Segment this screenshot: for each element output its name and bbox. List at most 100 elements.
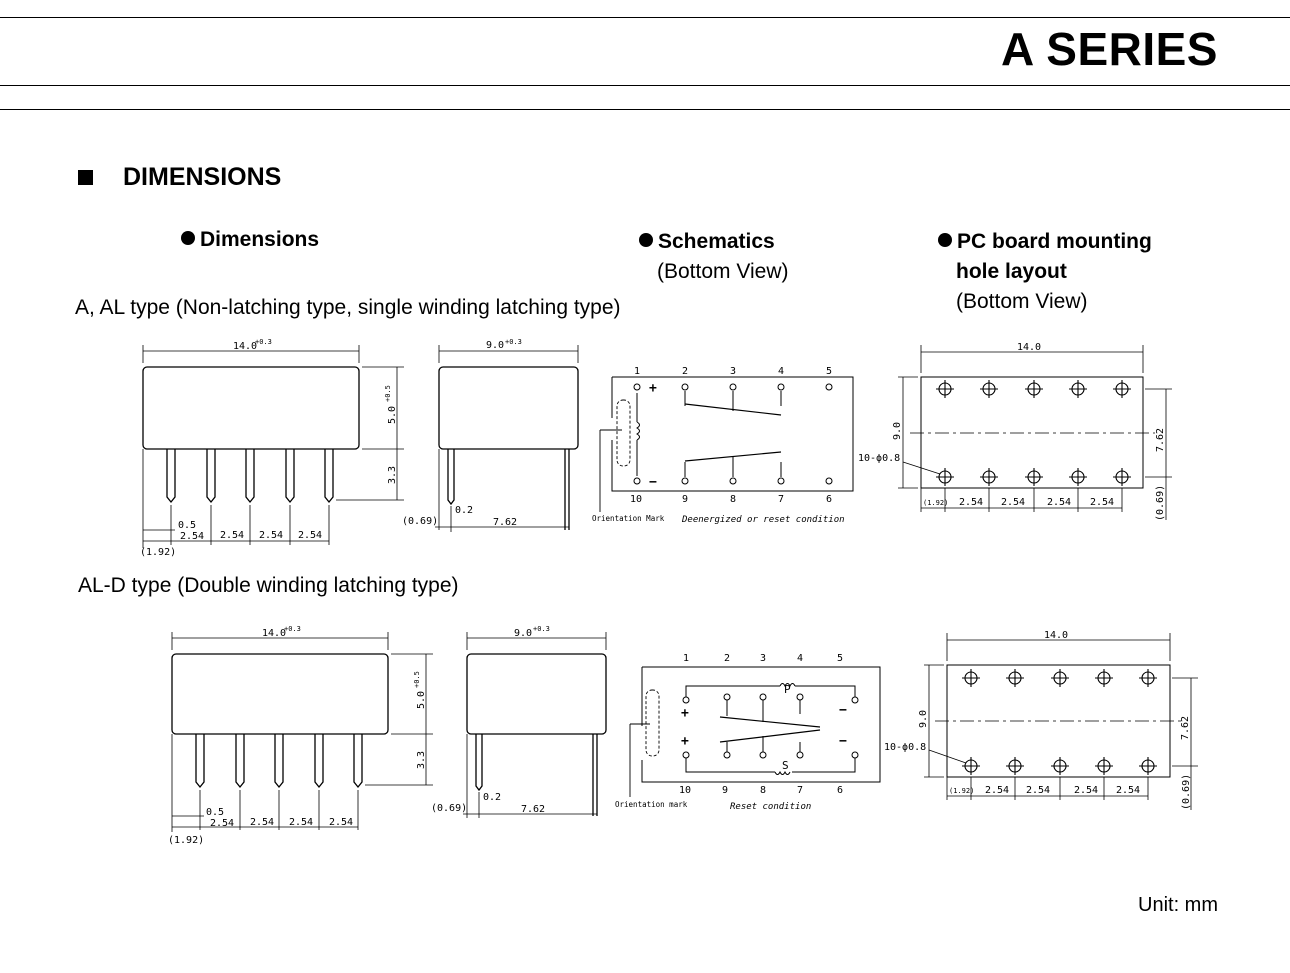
front-view-2	[171, 632, 433, 832]
pcb-side-2: (0.69)	[1181, 774, 1192, 810]
pcb-label-line2: hole layout	[956, 260, 1067, 283]
dim-side-offset-2: (0.69)	[431, 803, 467, 814]
section-title: DIMENSIONS	[123, 163, 282, 191]
pin-label-2-8: 8	[760, 785, 766, 796]
pcb-width-2: 9.0	[918, 710, 929, 728]
dim-pin-width-1: 0.5	[178, 520, 196, 531]
pcb-length-2: 14.0	[1044, 630, 1068, 641]
pin-label-2-2: 2	[724, 653, 730, 664]
pin-label-3: 3	[730, 366, 736, 377]
type-heading-a-al: A, AL type (Non-latching type, single wi…	[75, 296, 621, 319]
unit-note: Unit: mm	[1138, 894, 1218, 916]
side-view-1	[435, 345, 579, 532]
pcb-pitch-2b: 2.54	[1026, 785, 1050, 796]
minus-sign-2a: −	[839, 703, 847, 718]
pcb-layout-1	[898, 345, 1172, 520]
plus-sign-2a: +	[681, 706, 689, 721]
dim-pitch-1a: 2.54	[180, 531, 204, 542]
schematic-2	[629, 666, 881, 797]
dim-width-tol-2: +0.3	[533, 625, 550, 633]
top-rule	[0, 17, 1290, 18]
pin-label-2-10: 10	[679, 785, 691, 796]
pin-label-6: 6	[826, 494, 832, 505]
pcb-length-1: 14.0	[1017, 342, 1041, 353]
pcb-layout-2	[924, 633, 1198, 810]
pcb-holes-2: 10-ϕ0.8	[884, 742, 926, 753]
orientation-mark-label-2: Orientation mark	[615, 800, 688, 809]
bullet-icon	[938, 233, 952, 247]
plus-sign-2b: +	[681, 734, 689, 749]
dim-width-1: 9.0	[486, 340, 504, 351]
schematics-view-label: (Bottom View)	[657, 260, 789, 283]
pcb-label-line1: PC board mounting	[957, 230, 1152, 253]
header-rule-lower	[0, 109, 1290, 110]
dim-side-offset-1: (0.69)	[402, 516, 438, 527]
dimensions-label: Dimensions	[200, 228, 320, 251]
dim-length-tol-2: +0.3	[284, 625, 301, 633]
schematic-caption-2: Reset condition	[730, 802, 811, 812]
coil-s-label: S	[782, 759, 789, 772]
dim-row-spacing-2: 7.62	[521, 804, 545, 815]
dim-length-tol-1: +0.3	[255, 338, 272, 346]
pcb-offset-1: (1.92)	[923, 499, 948, 507]
pin-label-4: 4	[778, 366, 784, 377]
pcb-width-1: 9.0	[892, 422, 903, 440]
pin-label-1: 1	[634, 366, 640, 377]
minus-sign-2b: −	[839, 734, 847, 749]
type-heading-al-d: AL-D type (Double winding latching type)	[78, 574, 459, 597]
dim-pin-length-2: 3.3	[416, 751, 427, 769]
dim-height-tol-2: +0.5	[413, 671, 421, 688]
pin-label-9: 9	[682, 494, 688, 505]
pcb-pitch-1d: 2.54	[1090, 497, 1114, 508]
pin-label-2-7: 7	[797, 785, 803, 796]
dim-height-tol-1: +0.5	[384, 385, 392, 402]
pin-label-2-4: 4	[797, 653, 803, 664]
pin-label-8: 8	[730, 494, 736, 505]
pin-label-2-9: 9	[722, 785, 728, 796]
pcb-pitch-2a: 2.54	[985, 785, 1009, 796]
plus-sign-1: +	[649, 381, 657, 396]
dim-offset-1: (1.92)	[140, 547, 176, 558]
dim-height-1: 5.0	[387, 406, 398, 424]
dim-pin-thick-2: 0.2	[483, 792, 501, 803]
pin-label-2-5: 5	[837, 653, 843, 664]
dimensions-heading: Dimensions	[181, 225, 319, 255]
dim-pitch-2d: 2.54	[329, 817, 353, 828]
dim-pitch-1b: 2.54	[220, 530, 244, 541]
dim-length-1: 14.0	[233, 341, 257, 352]
pcb-pitch-2d: 2.54	[1116, 785, 1140, 796]
orientation-mark-label-1: Orientation Mark	[592, 514, 665, 523]
dim-row-spacing-1: 7.62	[493, 517, 517, 528]
pcb-pitch-1c: 2.54	[1047, 497, 1071, 508]
pcb-row-spacing-2: 7.62	[1180, 716, 1191, 740]
dim-pitch-1d: 2.54	[298, 530, 322, 541]
dim-pitch-2c: 2.54	[289, 817, 313, 828]
header-rule	[0, 85, 1290, 86]
section-heading: DIMENSIONS	[78, 163, 281, 192]
coil-p-label: P	[784, 683, 791, 696]
dim-pitch-2b: 2.54	[250, 817, 274, 828]
dim-pin-length-1: 3.3	[387, 466, 398, 484]
dim-height-2: 5.0	[416, 691, 427, 709]
pin-label-2: 2	[682, 366, 688, 377]
dim-pitch-1c: 2.54	[259, 530, 283, 541]
pcb-view-label: (Bottom View)	[956, 290, 1088, 313]
pcb-pitch-2c: 2.54	[1074, 785, 1098, 796]
pin-label-5: 5	[826, 366, 832, 377]
dim-width-tol-1: +0.3	[505, 338, 522, 346]
pin-label-7: 7	[778, 494, 784, 505]
pin-label-2-3: 3	[760, 653, 766, 664]
pcb-row-spacing-1: 7.62	[1155, 428, 1166, 452]
dim-width-2: 9.0	[514, 628, 532, 639]
pcb-heading: PC board mounting hole layout (Bottom Vi…	[938, 227, 1152, 317]
pcb-pitch-1b: 2.54	[1001, 497, 1025, 508]
schematic-1	[599, 376, 854, 512]
minus-sign-1: −	[649, 475, 657, 490]
dim-pin-thick-1: 0.2	[455, 505, 473, 516]
pcb-holes-1: 10-ϕ0.8	[858, 453, 900, 464]
page-title: A SERIES	[1000, 23, 1218, 75]
pcb-offset-2: (1.92)	[949, 787, 974, 795]
pin-label-10: 10	[630, 494, 642, 505]
dim-pin-width-2: 0.5	[206, 807, 224, 818]
pcb-side-1: (0.69)	[1155, 485, 1166, 521]
